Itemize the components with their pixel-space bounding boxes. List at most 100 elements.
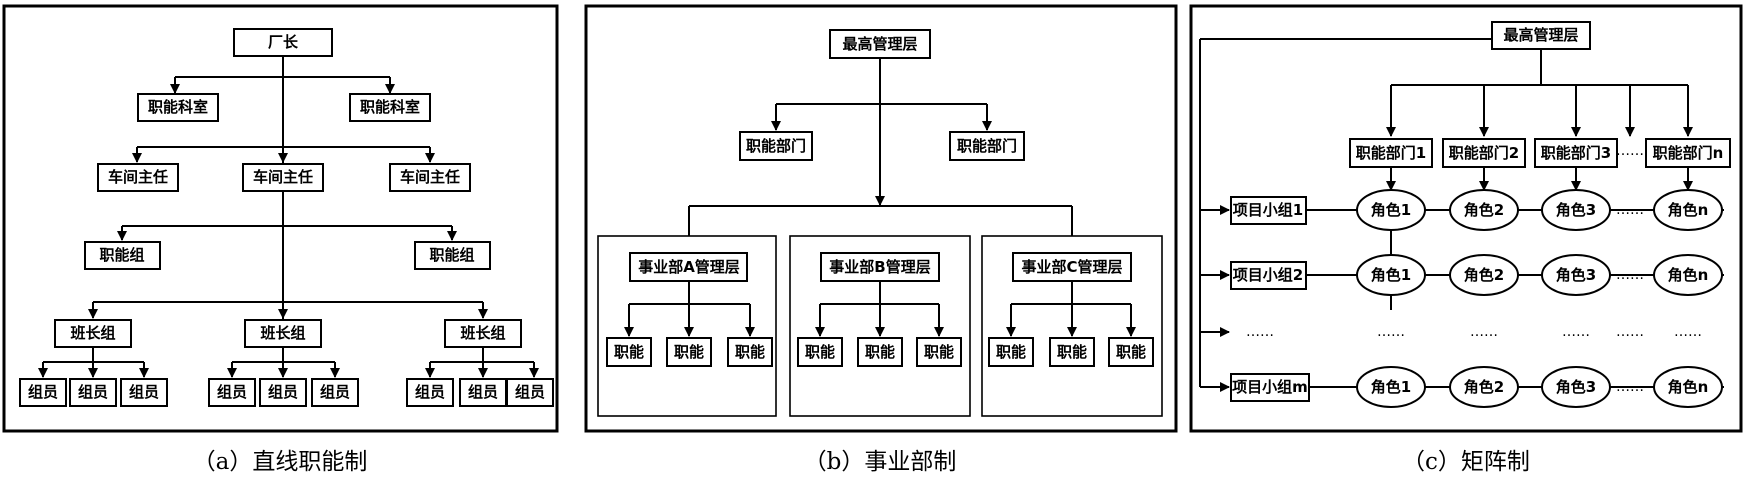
caption-b: （b）事业部制 bbox=[804, 449, 957, 475]
svg-text:职能部门n: 职能部门n bbox=[1653, 144, 1724, 162]
caption-a: （a）直线职能制 bbox=[193, 449, 368, 475]
office-box-left: 职能科室 bbox=[137, 93, 219, 122]
functional-dept-3-box: 职能部门3 bbox=[1534, 138, 1618, 168]
svg-text:班长组: 班长组 bbox=[260, 324, 305, 342]
functional-dept-box-left: 职能部门 bbox=[739, 131, 813, 161]
svg-text:职能部门1: 职能部门1 bbox=[1356, 144, 1426, 162]
svg-text:角色n: 角色n bbox=[1668, 378, 1709, 396]
svg-text:组员: 组员 bbox=[217, 383, 247, 401]
role-ellipse: 角色n bbox=[1653, 189, 1723, 231]
svg-text:车间主任: 车间主任 bbox=[108, 168, 168, 186]
svg-text:角色n: 角色n bbox=[1668, 266, 1709, 284]
svg-text:事业部C管理层: 事业部C管理层 bbox=[1021, 258, 1122, 276]
division-c-container: 事业部C管理层 职能 职能 职能 bbox=[981, 235, 1163, 417]
function-box: 职能 bbox=[857, 337, 903, 367]
function-box: 职能 bbox=[606, 337, 652, 367]
member-box: 组员 bbox=[120, 378, 168, 407]
svg-text:角色3: 角色3 bbox=[1556, 201, 1596, 219]
member-box: 组员 bbox=[19, 378, 67, 407]
role-ellipsis: …… bbox=[1616, 267, 1644, 283]
function-group-box-left: 职能组 bbox=[84, 241, 161, 270]
svg-text:职能: 职能 bbox=[735, 343, 765, 361]
svg-text:项目小组2: 项目小组2 bbox=[1233, 266, 1303, 284]
division-b-container: 事业部B管理层 职能 职能 职能 bbox=[789, 235, 971, 417]
function-group-box-right: 职能组 bbox=[414, 241, 491, 270]
svg-text:事业部B管理层: 事业部B管理层 bbox=[829, 258, 930, 276]
function-box: 职能 bbox=[1049, 337, 1095, 367]
svg-text:最高管理层: 最高管理层 bbox=[1503, 26, 1578, 44]
function-box: 职能 bbox=[916, 337, 962, 367]
svg-text:组员: 组员 bbox=[78, 383, 108, 401]
row-ellipsis: …… bbox=[1470, 324, 1498, 340]
row-ellipsis: …… bbox=[1246, 324, 1274, 340]
svg-text:最高管理层: 最高管理层 bbox=[842, 35, 917, 53]
function-box: 职能 bbox=[727, 337, 773, 367]
svg-text:组员: 组员 bbox=[468, 383, 498, 401]
function-box: 职能 bbox=[988, 337, 1034, 367]
svg-text:车间主任: 车间主任 bbox=[400, 168, 460, 186]
svg-text:职能: 职能 bbox=[805, 343, 835, 361]
svg-text:组员: 组员 bbox=[320, 383, 350, 401]
svg-text:职能: 职能 bbox=[614, 343, 644, 361]
member-box: 组员 bbox=[69, 378, 117, 407]
top-management-box: 最高管理层 bbox=[829, 29, 931, 59]
row-ellipsis: …… bbox=[1674, 324, 1702, 340]
top-management-box: 最高管理层 bbox=[1491, 21, 1591, 50]
svg-text:职能部门: 职能部门 bbox=[957, 137, 1017, 155]
division-a-container: 事业部A管理层 职能 职能 职能 bbox=[597, 235, 777, 417]
role-ellipse: 角色1 bbox=[1356, 254, 1426, 296]
caption-c: （c）矩阵制 bbox=[1402, 449, 1530, 475]
functional-dept-2-box: 职能部门2 bbox=[1442, 138, 1526, 168]
workshop-box-right: 车间主任 bbox=[389, 163, 471, 192]
division-c-management-box: 事业部C管理层 bbox=[1012, 252, 1132, 282]
role-ellipsis: …… bbox=[1616, 379, 1644, 395]
project-group-1-box: 项目小组1 bbox=[1230, 196, 1307, 225]
svg-text:班长组: 班长组 bbox=[70, 324, 115, 342]
row-ellipsis: …… bbox=[1377, 324, 1405, 340]
division-a-management-box: 事业部A管理层 bbox=[629, 252, 748, 282]
svg-text:事业部A管理层: 事业部A管理层 bbox=[638, 258, 740, 276]
svg-text:职能科室: 职能科室 bbox=[148, 98, 208, 116]
function-box: 职能 bbox=[1108, 337, 1154, 367]
panel-divisional: 最高管理层 职能部门 职能部门 事业部A管理层 职能 bbox=[584, 4, 1178, 433]
svg-text:项目小组1: 项目小组1 bbox=[1233, 201, 1303, 219]
role-ellipse: 角色1 bbox=[1356, 366, 1426, 408]
svg-text:职能组: 职能组 bbox=[99, 246, 144, 264]
team-leader-box-right: 班长组 bbox=[444, 319, 522, 348]
svg-text:角色1: 角色1 bbox=[1371, 201, 1411, 219]
svg-text:职能: 职能 bbox=[1116, 343, 1146, 361]
member-box: 组员 bbox=[506, 378, 554, 407]
role-ellipse: 角色2 bbox=[1449, 366, 1519, 408]
role-ellipse: 角色n bbox=[1653, 366, 1723, 408]
functional-dept-box-right: 职能部门 bbox=[949, 131, 1025, 161]
role-ellipse: 角色3 bbox=[1541, 366, 1611, 408]
role-ellipse: 角色2 bbox=[1449, 189, 1519, 231]
svg-text:角色2: 角色2 bbox=[1464, 378, 1504, 396]
svg-text:职能: 职能 bbox=[996, 343, 1026, 361]
svg-text:职能: 职能 bbox=[924, 343, 954, 361]
member-box: 组员 bbox=[311, 378, 359, 407]
svg-text:组员: 组员 bbox=[515, 383, 545, 401]
role-ellipse: 角色3 bbox=[1541, 189, 1611, 231]
member-box: 组员 bbox=[208, 378, 256, 407]
row-ellipsis: …… bbox=[1562, 324, 1590, 340]
role-ellipse: 角色n bbox=[1653, 254, 1723, 296]
role-ellipse: 角色3 bbox=[1541, 254, 1611, 296]
svg-text:组员: 组员 bbox=[28, 383, 58, 401]
team-leader-box-left: 班长组 bbox=[54, 319, 132, 348]
project-group-2-box: 项目小组2 bbox=[1230, 261, 1307, 290]
role-ellipse: 角色2 bbox=[1449, 254, 1519, 296]
svg-text:职能部门: 职能部门 bbox=[746, 137, 806, 155]
panel-matrix: 最高管理层 职能部门1 职能部门2 职能部门3 …… bbox=[1189, 4, 1743, 433]
functional-dept-1-box: 职能部门1 bbox=[1349, 138, 1433, 168]
function-box: 职能 bbox=[666, 337, 712, 367]
dept-ellipsis: …… bbox=[1616, 143, 1644, 159]
svg-text:职能部门3: 职能部门3 bbox=[1541, 144, 1611, 162]
member-box: 组员 bbox=[459, 378, 507, 407]
function-box: 职能 bbox=[797, 337, 843, 367]
role-ellipsis: …… bbox=[1616, 202, 1644, 218]
svg-text:职能部门2: 职能部门2 bbox=[1449, 144, 1519, 162]
panel-line-functional: 厂长 职能科室 职能科室 车间主任 车间主任 车间 bbox=[2, 4, 559, 433]
svg-text:角色3: 角色3 bbox=[1556, 266, 1596, 284]
